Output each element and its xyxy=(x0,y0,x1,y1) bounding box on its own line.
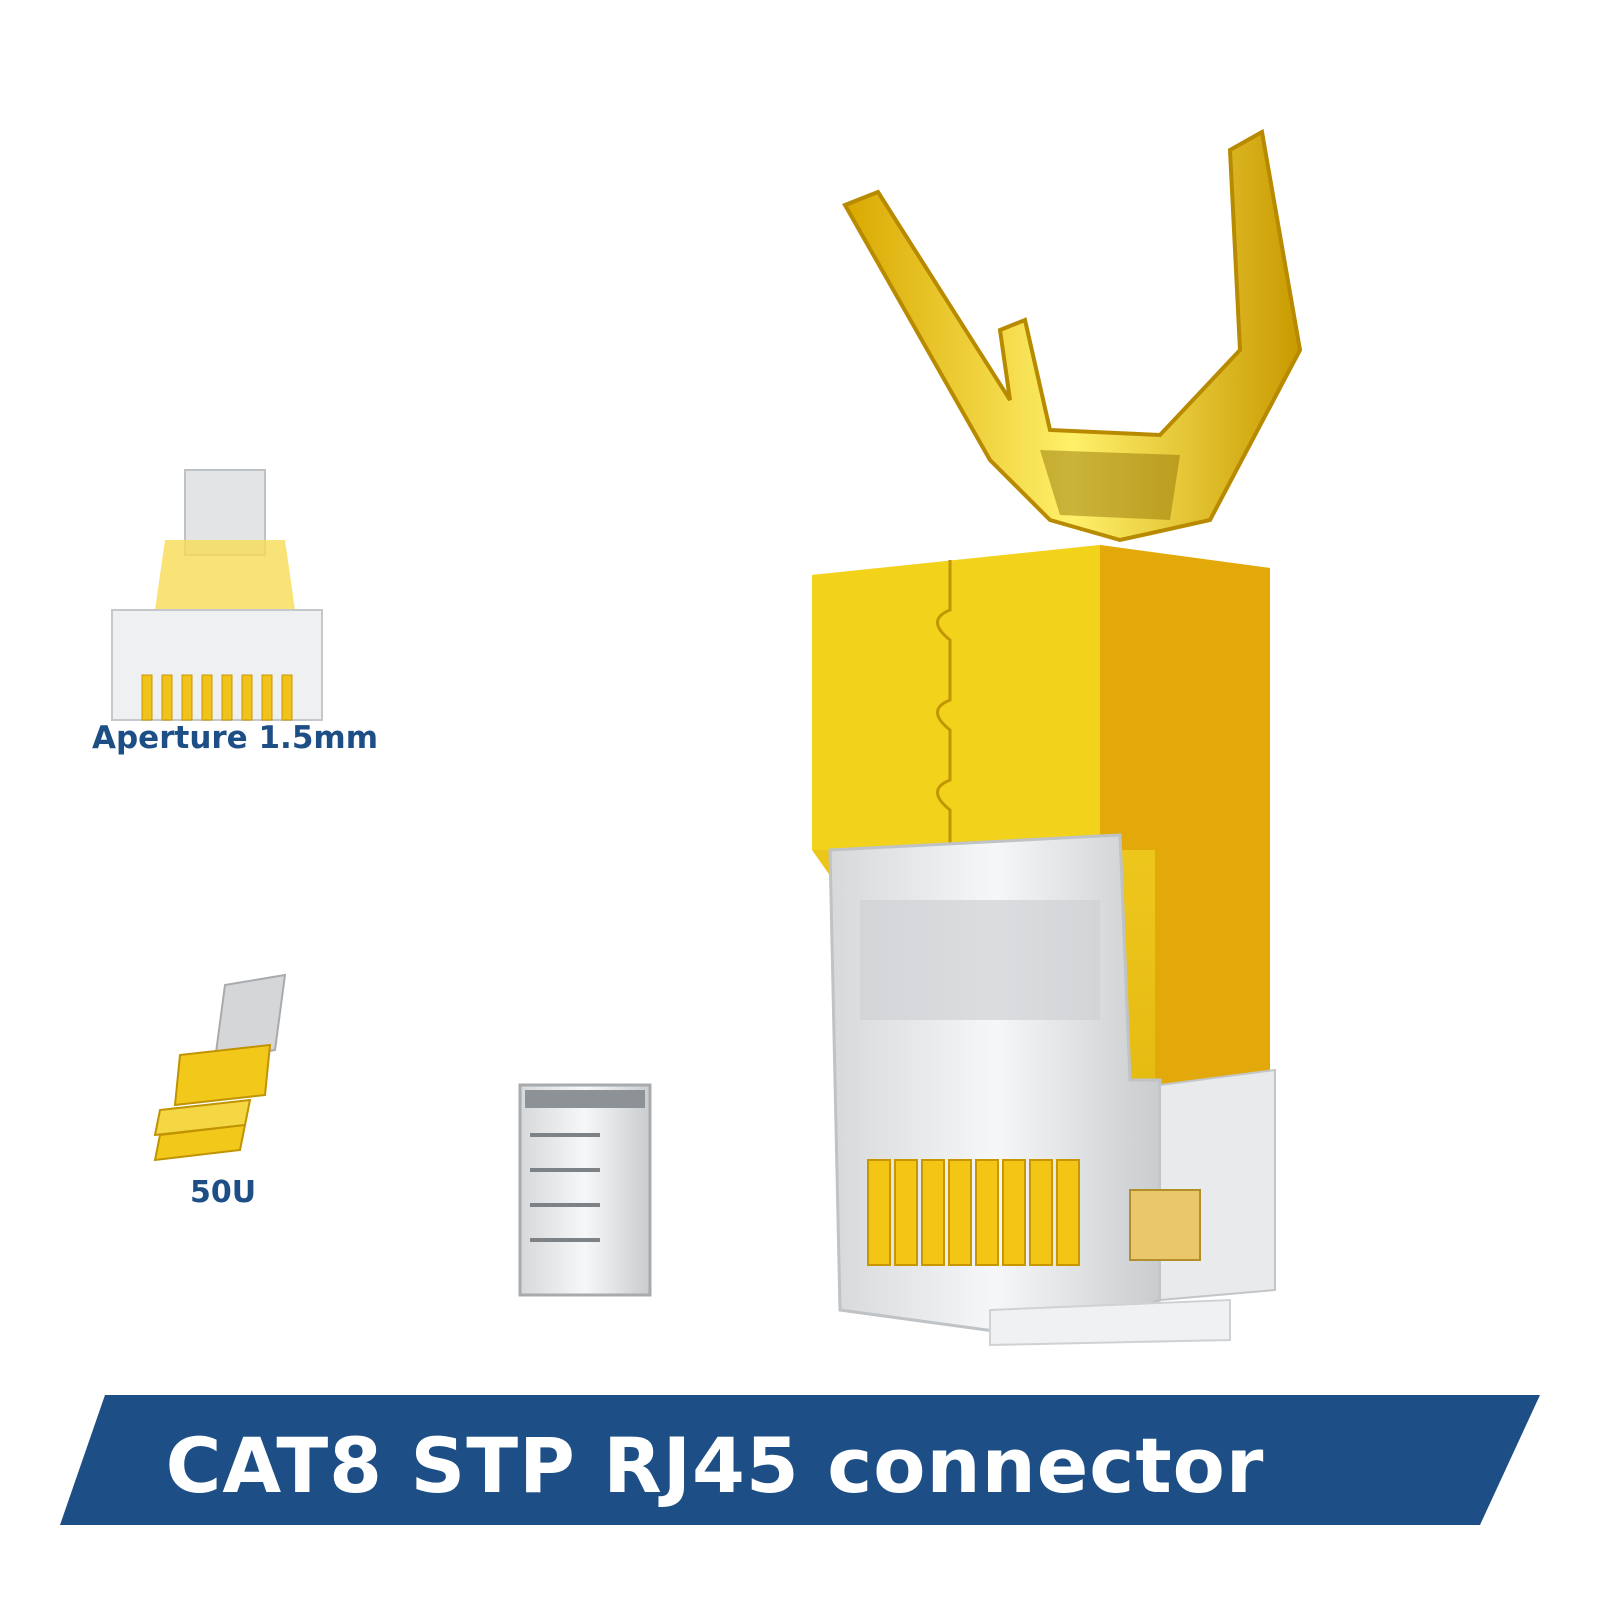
title-banner xyxy=(60,1395,1540,1525)
plating-label: 50U xyxy=(190,1175,257,1210)
banner-title: CAT8 STP RJ45 connector xyxy=(165,1420,1265,1510)
connector-main xyxy=(812,128,1303,1347)
gold-contact-pins xyxy=(867,1159,1080,1266)
pin-plating-detail xyxy=(153,973,287,1162)
side-contact xyxy=(1129,1189,1201,1261)
connector-thumbnail xyxy=(111,469,323,721)
aperture-label: Aperture 1.5mm xyxy=(92,720,379,756)
gold-crimp-clip xyxy=(842,128,1303,543)
load-bar-insert xyxy=(518,1083,652,1297)
